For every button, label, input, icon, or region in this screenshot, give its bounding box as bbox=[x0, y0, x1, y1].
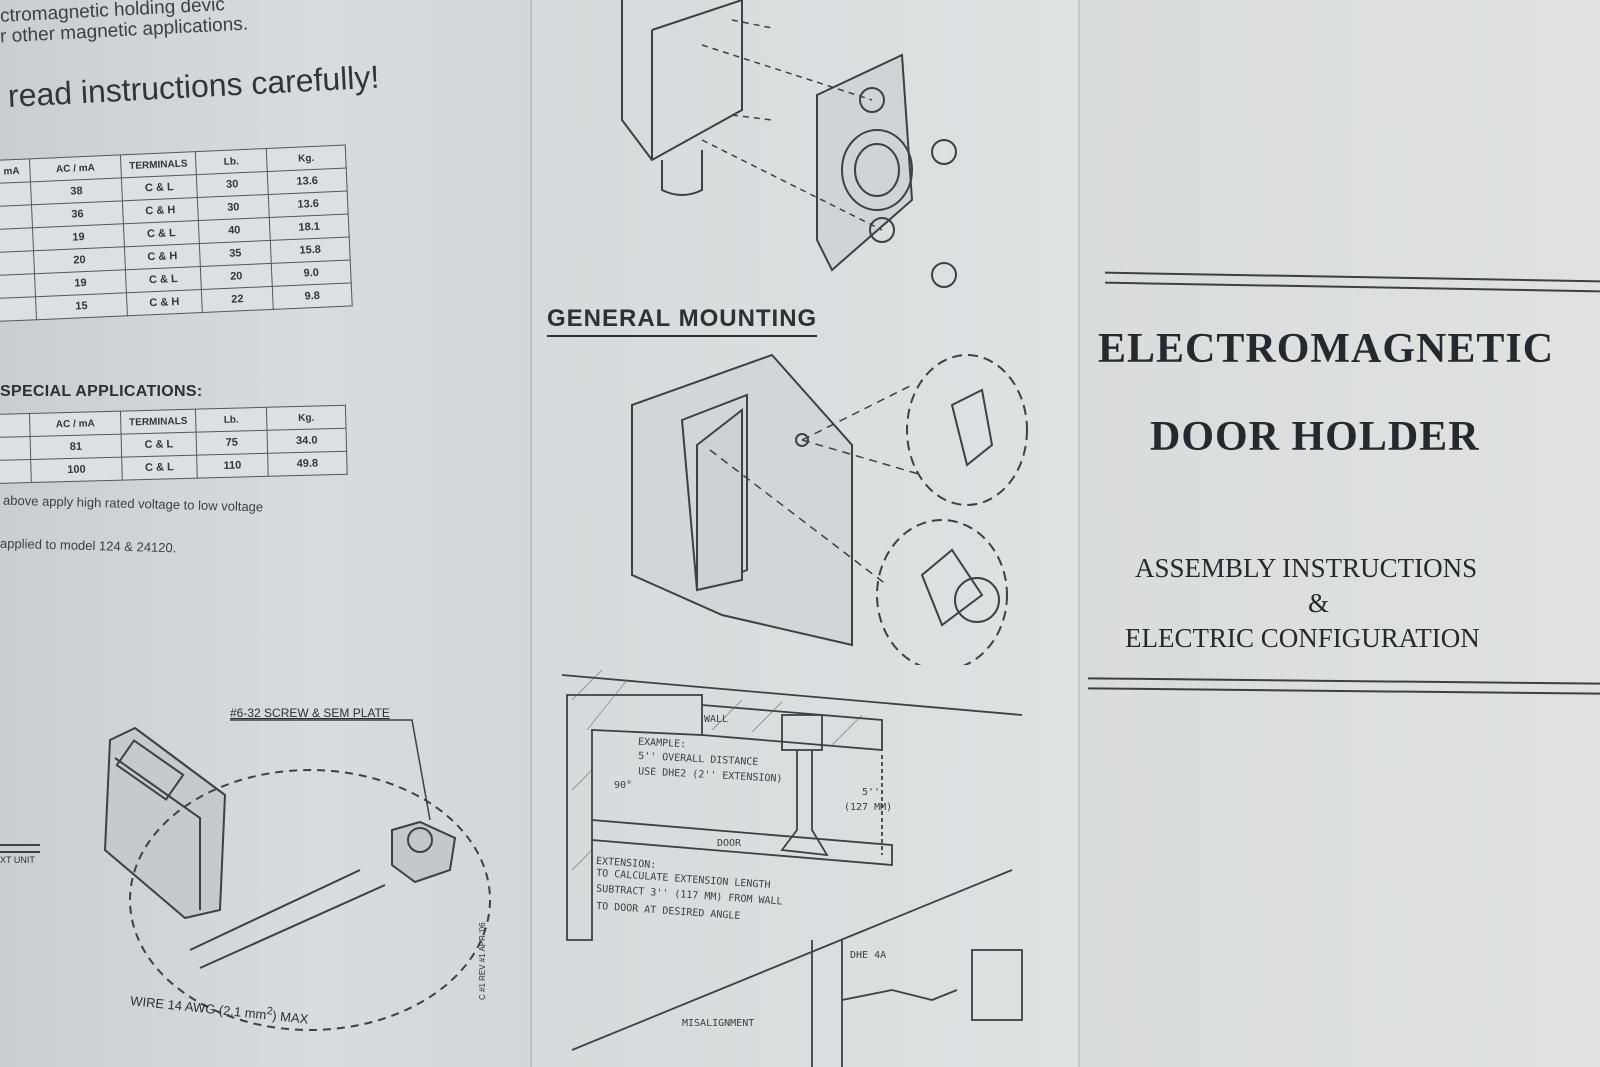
ratings-cell bbox=[0, 250, 35, 276]
ratings-cell: C & L bbox=[125, 266, 202, 293]
special-cell: C & L bbox=[121, 455, 198, 481]
title-line-2: DOOR HOLDER bbox=[1150, 414, 1480, 460]
ratings-cell: C & H bbox=[122, 197, 199, 224]
paper-fold bbox=[530, 0, 533, 1067]
ratings-cell: C & L bbox=[123, 220, 200, 247]
special-cell: 49.8 bbox=[267, 451, 348, 477]
special-applications-heading: SPECIAL APPLICATIONS: bbox=[0, 383, 203, 400]
door-mounting-diagram bbox=[631, 353, 1028, 665]
ratings-cell: 9.8 bbox=[272, 282, 353, 310]
ratings-header-cell: mA bbox=[0, 158, 31, 184]
general-mounting-heading: GENERAL MOUNTING bbox=[547, 305, 818, 337]
extension-section-diagram bbox=[561, 670, 1023, 1067]
screw-label: #6-32 SCREW & SEM PLATE bbox=[230, 706, 390, 720]
ratings-header-cell: TERMINALS bbox=[120, 151, 197, 178]
ratings-cell: 30 bbox=[197, 194, 270, 221]
paper-fold-2 bbox=[1078, 0, 1081, 1067]
ratings-cell: C & L bbox=[121, 174, 198, 201]
ratings-cell: 40 bbox=[198, 217, 271, 244]
revision-label: C #1 REV #1 APR '06 bbox=[478, 922, 487, 1000]
ratings-cell: 13.6 bbox=[267, 168, 348, 195]
top-rule-2 bbox=[1105, 281, 1600, 293]
special-cell: 75 bbox=[196, 430, 268, 456]
left-panel: ctromagnetic holding devic r other magne… bbox=[0, 0, 532, 1067]
exploded-view-diagram bbox=[621, 0, 957, 288]
special-cell: C & L bbox=[121, 432, 197, 458]
ratings-cell: C & H bbox=[126, 289, 203, 316]
ratings-cell: 22 bbox=[201, 286, 274, 313]
special-header-cell: Lb. bbox=[195, 407, 268, 433]
ratings-cell: 15.8 bbox=[270, 236, 351, 264]
bottom-rule bbox=[1088, 677, 1600, 685]
subtitle-line-3: ELECTRIC CONFIGURATION bbox=[1125, 623, 1480, 653]
special-header-cell: Kg. bbox=[266, 405, 346, 431]
wall-label: WALL bbox=[704, 714, 729, 725]
note-models: applied to model 124 & 24120. bbox=[0, 535, 177, 556]
distance-label-2: (127 MM) bbox=[844, 802, 893, 813]
ratings-cell bbox=[0, 227, 34, 253]
ratings-cell: 15 bbox=[35, 292, 128, 320]
ratings-cell: C & H bbox=[124, 243, 201, 270]
read-instructions-warning: read instructions carefully! bbox=[7, 58, 381, 114]
special-header-cell: TERMINALS bbox=[120, 409, 197, 435]
distance-label-1: 5'' bbox=[862, 787, 881, 798]
ratings-cell: 20 bbox=[200, 263, 273, 290]
ratings-cell: 9.0 bbox=[271, 259, 352, 287]
special-header-cell: AC / mA bbox=[29, 411, 122, 437]
ratings-cell: 35 bbox=[199, 240, 272, 267]
ext-unit-label: XT UNIT bbox=[0, 855, 35, 865]
door-label: DOOR bbox=[717, 838, 742, 849]
ratings-header-cell: Lb. bbox=[195, 148, 268, 175]
ratings-cell bbox=[0, 273, 36, 299]
dhe-label: DHE 4A bbox=[850, 950, 887, 961]
note-voltage: above apply high rated voltage to low vo… bbox=[2, 492, 264, 515]
special-cell: 110 bbox=[196, 453, 269, 479]
cover-panel: ELECTROMAGNETIC DOOR HOLDER ASSEMBLY INS… bbox=[1080, 0, 1600, 1067]
subtitle-ampersand: & bbox=[1308, 588, 1330, 618]
ratings-cell bbox=[0, 204, 33, 230]
title-line-1: ELECTROMAGNETIC bbox=[1098, 326, 1555, 372]
terminal-wiring-diagram bbox=[0, 719, 491, 1031]
ratings-header-cell: Kg. bbox=[266, 145, 347, 172]
middle-panel: GENERAL MOUNTING bbox=[532, 0, 1080, 1067]
special-cell: 34.0 bbox=[267, 428, 347, 454]
subtitle-line-1: ASSEMBLY INSTRUCTIONS bbox=[1135, 553, 1478, 583]
special-header-cell bbox=[0, 413, 31, 438]
ratings-cell bbox=[0, 296, 37, 322]
angle-label: 90° bbox=[614, 780, 633, 791]
top-rule bbox=[1105, 271, 1600, 283]
special-cell bbox=[0, 436, 31, 461]
special-cell: 100 bbox=[30, 457, 123, 483]
special-cell bbox=[0, 459, 32, 484]
ratings-cell bbox=[0, 181, 32, 207]
special-cell: 81 bbox=[30, 434, 122, 460]
misalignment-label: MISALIGNMENT bbox=[682, 1018, 755, 1029]
bottom-rule-2 bbox=[1088, 687, 1600, 695]
ratings-cell: 18.1 bbox=[269, 214, 350, 241]
ratings-cell: 13.6 bbox=[268, 191, 349, 218]
ratings-cell: 30 bbox=[196, 171, 269, 198]
